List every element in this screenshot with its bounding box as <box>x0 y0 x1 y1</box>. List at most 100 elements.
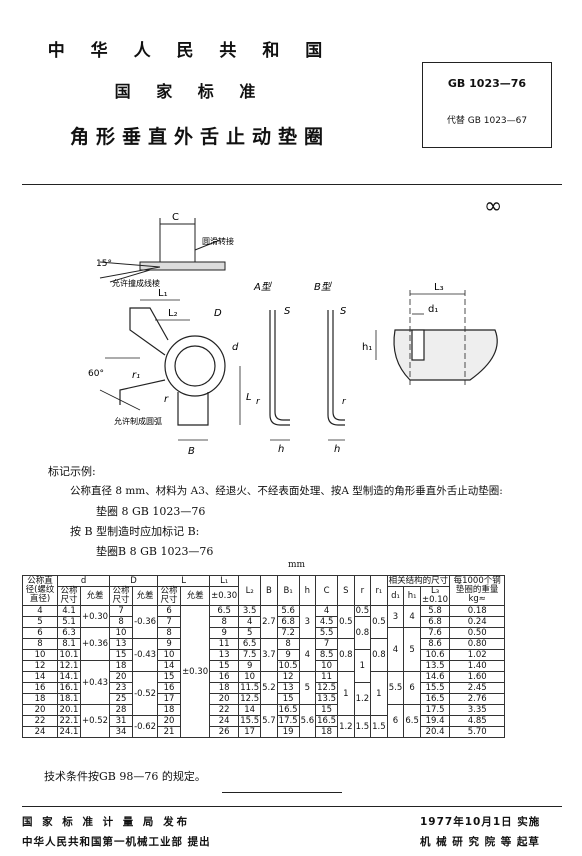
B-value-cell: 5.2 <box>260 671 278 705</box>
type-a-label: A型 <box>253 281 273 293</box>
C-value-cell: 7 <box>315 638 339 650</box>
nominal-dia-cell: 18 <box>22 693 58 705</box>
weight-value-cell: 0.80 <box>449 638 506 650</box>
col-L: L <box>157 575 211 587</box>
d-value-cell: 24.1 <box>57 726 81 738</box>
r-label-b: r <box>342 397 347 407</box>
D-value-cell: 7 <box>109 605 134 617</box>
d-value-cell: 8.1 <box>57 638 81 650</box>
C-value-cell: 12.5 <box>315 682 339 694</box>
l2-label: L₂ <box>168 308 178 319</box>
r1-value-cell: 0.8 <box>370 638 388 672</box>
country-name: 中 华 人 民 共 和 国 <box>47 41 333 61</box>
col-h: h <box>298 575 317 606</box>
col-L2: L₂ <box>238 575 262 606</box>
technical-note: 技术条件按GB 98—76 的规定。 <box>44 770 206 783</box>
type-a-profile <box>269 310 290 441</box>
L3-value-cell: 13.5 <box>419 660 451 672</box>
d-big-label: D <box>214 308 222 319</box>
L-value-cell: 20 <box>157 715 182 727</box>
nominal-dia-cell: 4 <box>22 605 58 617</box>
L3-hdr: L₃±0.10 <box>419 586 451 606</box>
C-value-cell: 8.5 <box>315 649 339 661</box>
L2-value-cell: 3.5 <box>238 605 262 617</box>
r-value-cell: 0.8 <box>353 616 372 650</box>
d-value-cell: 14.1 <box>57 671 81 683</box>
marking-line-1: 公称直径 8 mm、材料为 A3、经退火、不经表面处理、按A 型制造的角形垂直外… <box>70 485 503 497</box>
angle-60-label: 60° <box>88 369 104 379</box>
L3-value-cell: 17.5 <box>419 704 451 716</box>
B1-value-cell: 10.5 <box>276 660 300 672</box>
washer-plan-view <box>99 299 241 441</box>
L1-value-cell: 20 <box>209 693 240 705</box>
L-value-cell: 16 <box>157 682 182 694</box>
B1-value-cell: 16.5 <box>276 704 300 716</box>
L-value-cell: 14 <box>157 660 182 672</box>
h1-value-cell: 6 <box>403 671 421 705</box>
L-nominal-hdr: 公称尺寸 <box>157 586 182 606</box>
L1-value-cell: 18 <box>209 682 240 694</box>
L-value-cell: 8 <box>157 627 182 639</box>
C-value-cell: 5.5 <box>315 627 339 639</box>
L2-value-cell: 5 <box>238 627 262 639</box>
col-related: 相关结构的尺寸 <box>386 575 451 587</box>
L3-value-cell: 20.4 <box>419 726 451 738</box>
D-value-cell: 31 <box>109 715 134 727</box>
L-value-cell: 17 <box>157 693 182 705</box>
D-value-cell: 13 <box>109 638 134 650</box>
d-value-cell: 10.1 <box>57 649 81 661</box>
L-value-cell: 15 <box>157 671 182 683</box>
col-weight: 每1000个钢垫圈的重量 kg≈ <box>449 575 506 606</box>
B1-value-cell: 5.6 <box>276 605 300 617</box>
B1-value-cell: 17.5 <box>276 715 300 727</box>
C-value-cell: 15 <box>315 704 339 716</box>
C-value-cell: 16.5 <box>315 715 339 727</box>
L3-value-cell: 10.6 <box>419 649 451 661</box>
L2-value-cell: 9 <box>238 660 262 672</box>
S-value-cell: 1 <box>337 671 355 716</box>
c-label: C <box>172 212 179 223</box>
footer-proposer: 中华人民共和国第一机械工业部 提出 <box>22 836 211 848</box>
nominal-dia-cell: 12 <box>22 660 58 672</box>
d-value-cell: 16.1 <box>57 682 81 694</box>
nominal-dia-cell: 5 <box>22 616 58 628</box>
h-label-a: h <box>278 444 284 455</box>
r1-value-cell: 1.5 <box>370 715 388 738</box>
footer-drafter: 机 械 研 究 院 等 起草 <box>420 836 540 848</box>
L3-value-cell: 16.5 <box>419 693 451 705</box>
C-value-cell: 4.5 <box>315 616 339 628</box>
B1-value-cell: 13 <box>276 682 300 694</box>
replaces-note: 代替 GB 1023—67 <box>446 116 528 126</box>
weight-value-cell: 1.02 <box>449 649 506 661</box>
r-value-cell: 1.5 <box>353 715 372 738</box>
L1-value-cell: 26 <box>209 726 240 738</box>
d-nominal-hdr: 公称尺寸 <box>57 586 81 606</box>
D-tol-cell: -0.43 <box>132 638 159 672</box>
C-value-cell: 4 <box>315 605 339 617</box>
L-value-cell: 21 <box>157 726 182 738</box>
r1-label: r₁ <box>132 370 140 381</box>
L2-value-cell: 4 <box>238 616 262 628</box>
L1-value-cell: 22 <box>209 704 240 716</box>
d1-hdr: d₁ <box>386 586 405 606</box>
L3-value-cell: 14.6 <box>419 671 451 683</box>
footer-rule <box>22 806 562 807</box>
d1-value-cell: 4 <box>386 627 405 672</box>
weight-value-cell: 5.70 <box>449 726 506 738</box>
C-value-cell: 10 <box>315 660 339 672</box>
D-tol-cell: -0.36 <box>132 605 159 639</box>
L1-value-cell: 13 <box>209 649 240 661</box>
L2-value-cell: 17 <box>238 726 262 738</box>
L1-tol-hdr: ±0.30 <box>209 586 240 606</box>
d-value-cell: 4.1 <box>57 605 81 617</box>
standard-number: GB 1023—76 <box>447 77 527 90</box>
D-value-cell: 15 <box>109 649 134 661</box>
marking-heading: 标记示例: <box>48 465 96 478</box>
D-tol-cell: -0.52 <box>132 671 159 716</box>
L3-value-cell: 6.8 <box>419 616 451 628</box>
L1-value-cell: 6.5 <box>209 605 240 617</box>
l3-label: L₃ <box>434 282 444 293</box>
